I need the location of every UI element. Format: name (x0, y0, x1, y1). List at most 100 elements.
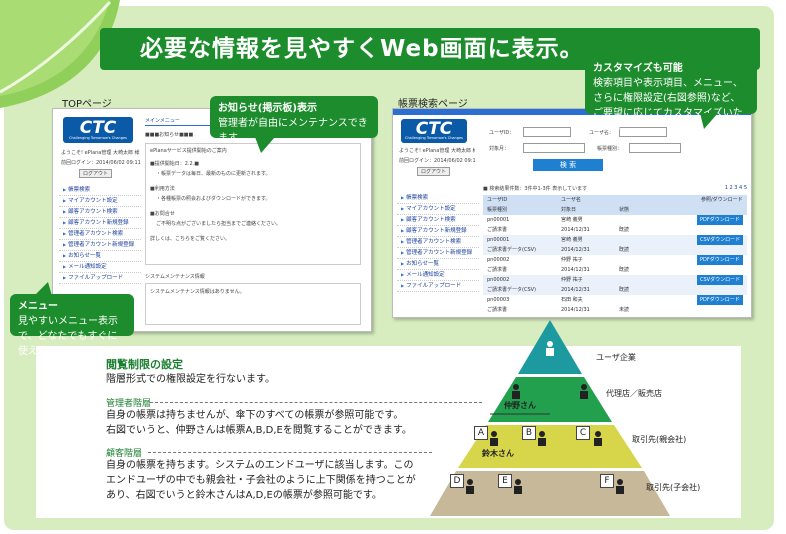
cell-doc-type: ご請求書 (487, 267, 508, 273)
notice-board: ePlanaサービス提供開始のご案内 ■提供開始日：2.2.■ ・帳票データは毎… (145, 143, 361, 265)
cell-user-id: pn00001 (487, 237, 510, 243)
menu-item[interactable]: 管理者アカウント新規登録 (59, 240, 141, 251)
menu-item[interactable]: お知らせ一覧 (397, 259, 479, 270)
notice-callout-tail (255, 137, 275, 153)
user-id-label: ユーザID： (489, 130, 515, 136)
level-label: ユーザ企業 (596, 353, 636, 362)
menu-item[interactable]: 顧客アカウント新規登録 (59, 218, 141, 229)
admin-text-line: 自身の帳票は持ちませんが、傘下のすべての帳票が参照可能です。 (106, 410, 404, 421)
person-icon (546, 341, 554, 356)
header-bar (393, 109, 751, 115)
menu-item[interactable]: ファイルアップロード (59, 273, 141, 284)
download-button[interactable]: PDFダウンロード (697, 215, 743, 225)
brand-logo-sub: Challenging Tomorrow's Changes (405, 136, 463, 140)
table-row: ご請求書 2014/12/31 既読 (483, 265, 747, 275)
notice-callout-text: 管理者が自由にメンテナンスできます。 (218, 118, 368, 144)
menu-item[interactable]: ファイルアップロード (397, 281, 479, 292)
person-suzuki: 鈴木さん (482, 449, 514, 458)
client-tier-text: 自身の帳票を持ちます。システムのエンドユーザに該当します。この エンドユーザの中… (106, 458, 426, 503)
brand-logo-text: CTC (415, 119, 453, 139)
menu-item[interactable]: 管理者アカウント検索 (397, 237, 479, 248)
cell-date: 2014/12/31 (561, 227, 590, 233)
table-header: 帳票種別 対象日 状態 (483, 205, 747, 215)
cell-date: 2014/12/31 (561, 307, 590, 313)
cell-status: 既読 (619, 227, 630, 233)
logout-button[interactable]: ログアウト (79, 169, 113, 178)
top-page-label: TOPページ (62, 99, 112, 110)
download-button[interactable]: CSVダウンロード (697, 275, 744, 285)
client-tier-title: 顧客階層 (106, 449, 143, 459)
logout-button[interactable]: ログアウト (417, 167, 451, 176)
cell-doc-type: ご請求書 (487, 307, 508, 313)
download-button[interactable]: PDFダウンロード (697, 255, 743, 265)
brand-logo: CTC Challenging Tomorrow's Changes (401, 119, 467, 143)
user-id-input[interactable] (523, 127, 571, 137)
download-button[interactable]: CSVダウンロード (697, 235, 744, 245)
leaf-icon (0, 0, 120, 108)
brand-logo-sub: Challenging Tomorrow's Changes (69, 136, 127, 140)
menu-item[interactable]: 管理者アカウント新規登録 (397, 248, 479, 259)
person-icon (538, 431, 546, 446)
menu-item[interactable]: マイアカウント設定 (397, 204, 479, 215)
welcome-text: ようこそ! ePlana管理 大崎太郎 様 (399, 148, 475, 154)
menu-item[interactable]: メール通知設定 (59, 262, 141, 273)
person-icon (466, 479, 474, 494)
notice-line: ■利用方法 (150, 186, 175, 192)
brand-logo-text: CTC (79, 118, 117, 138)
result-info: ■ 検索結果件数：3件中1-3件 表示しています (483, 186, 588, 192)
user-name-label: ユーザ名： (589, 129, 614, 136)
main-menu: 帳票検索 マイアカウント設定 顧客アカウント検索 顧客アカウント新規登録 管理者… (397, 193, 479, 292)
menu-item[interactable]: 帳票検索 (59, 185, 141, 196)
cell-doc-type: ご請求書データ(CSV) (487, 247, 536, 253)
page-title: 必要な情報を見やすくWeb画面に表示。 (140, 36, 584, 62)
notice-line: ePlanaサービス提供開始のご案内 (150, 148, 227, 154)
cell-user-id: pn00002 (487, 277, 510, 283)
pagination[interactable]: 1 2 3 4 5 (724, 185, 747, 191)
document-badge: E (498, 474, 512, 488)
maintenance-title: システムメンテナンス情報 (145, 274, 205, 280)
client-text-line: 自身の帳票を持ちます。システムのエンドユーザに該当します。この (106, 460, 414, 471)
menu-item[interactable]: マイアカウント設定 (59, 196, 141, 207)
pyramid-level-second (488, 377, 612, 422)
menu-item[interactable]: お知らせ一覧 (59, 251, 141, 262)
menu-callout: メニュー 見やすいメニュー表示で、どなたでもすぐに使えます。 (10, 294, 134, 357)
last-login: 前回ログイン：2014/06/02 09:11 (399, 158, 475, 164)
table-header: ユーザID ユーザ名 参照/ダウンロード (483, 195, 747, 205)
notice-line: ご不明な点がございましたら担当までご連絡ください。 (156, 221, 282, 227)
column-header: 帳票種別 (487, 207, 508, 213)
cell-date: 2014/12/31 (561, 247, 590, 253)
search-button[interactable]: 検 索 (533, 159, 603, 171)
cell-status: 既読 (619, 267, 630, 273)
cell-status: 既読 (619, 247, 630, 253)
document-badge: A (474, 426, 488, 440)
menu-item[interactable]: 顧客アカウント検索 (397, 215, 479, 226)
cell-user-name: 宮崎 義男 (561, 217, 583, 223)
menu-item[interactable]: 管理者アカウント検索 (59, 229, 141, 240)
brand-logo: CTC Challenging Tomorrow's Changes (63, 117, 133, 143)
cell-date: 2014/12/31 (561, 267, 590, 273)
user-name-input[interactable] (619, 127, 667, 137)
column-header: ユーザID (487, 197, 508, 203)
menu-item[interactable]: 帳票検索 (397, 193, 479, 204)
menu-callout-tail (34, 282, 52, 296)
menu-item[interactable]: 顧客アカウント新規登録 (397, 226, 479, 237)
person-icon (490, 431, 498, 446)
person-icon (514, 479, 522, 494)
date-label: 対象月： (489, 146, 510, 152)
type-select[interactable] (629, 143, 681, 153)
menu-item[interactable]: メール通知設定 (397, 270, 479, 281)
menu-item[interactable]: 顧客アカウント検索 (59, 207, 141, 218)
date-select[interactable] (523, 143, 585, 153)
client-connector (148, 452, 432, 453)
person-icon (580, 384, 588, 399)
client-text-line: エンドユーザの中でも親会社・子会社のように上下関係を持つことが (106, 475, 416, 486)
document-badge: C (576, 426, 590, 440)
download-button[interactable]: PDFダウンロード (697, 295, 743, 305)
document-badge: F (600, 474, 614, 488)
table-row: ご請求書データ(CSV) 2014/12/31 既読 (483, 245, 747, 255)
cell-user-id: pn00001 (487, 217, 510, 223)
notice-line[interactable]: 詳しくは、こちらをご覧ください。 (150, 236, 231, 242)
document-badge: B (522, 426, 536, 440)
